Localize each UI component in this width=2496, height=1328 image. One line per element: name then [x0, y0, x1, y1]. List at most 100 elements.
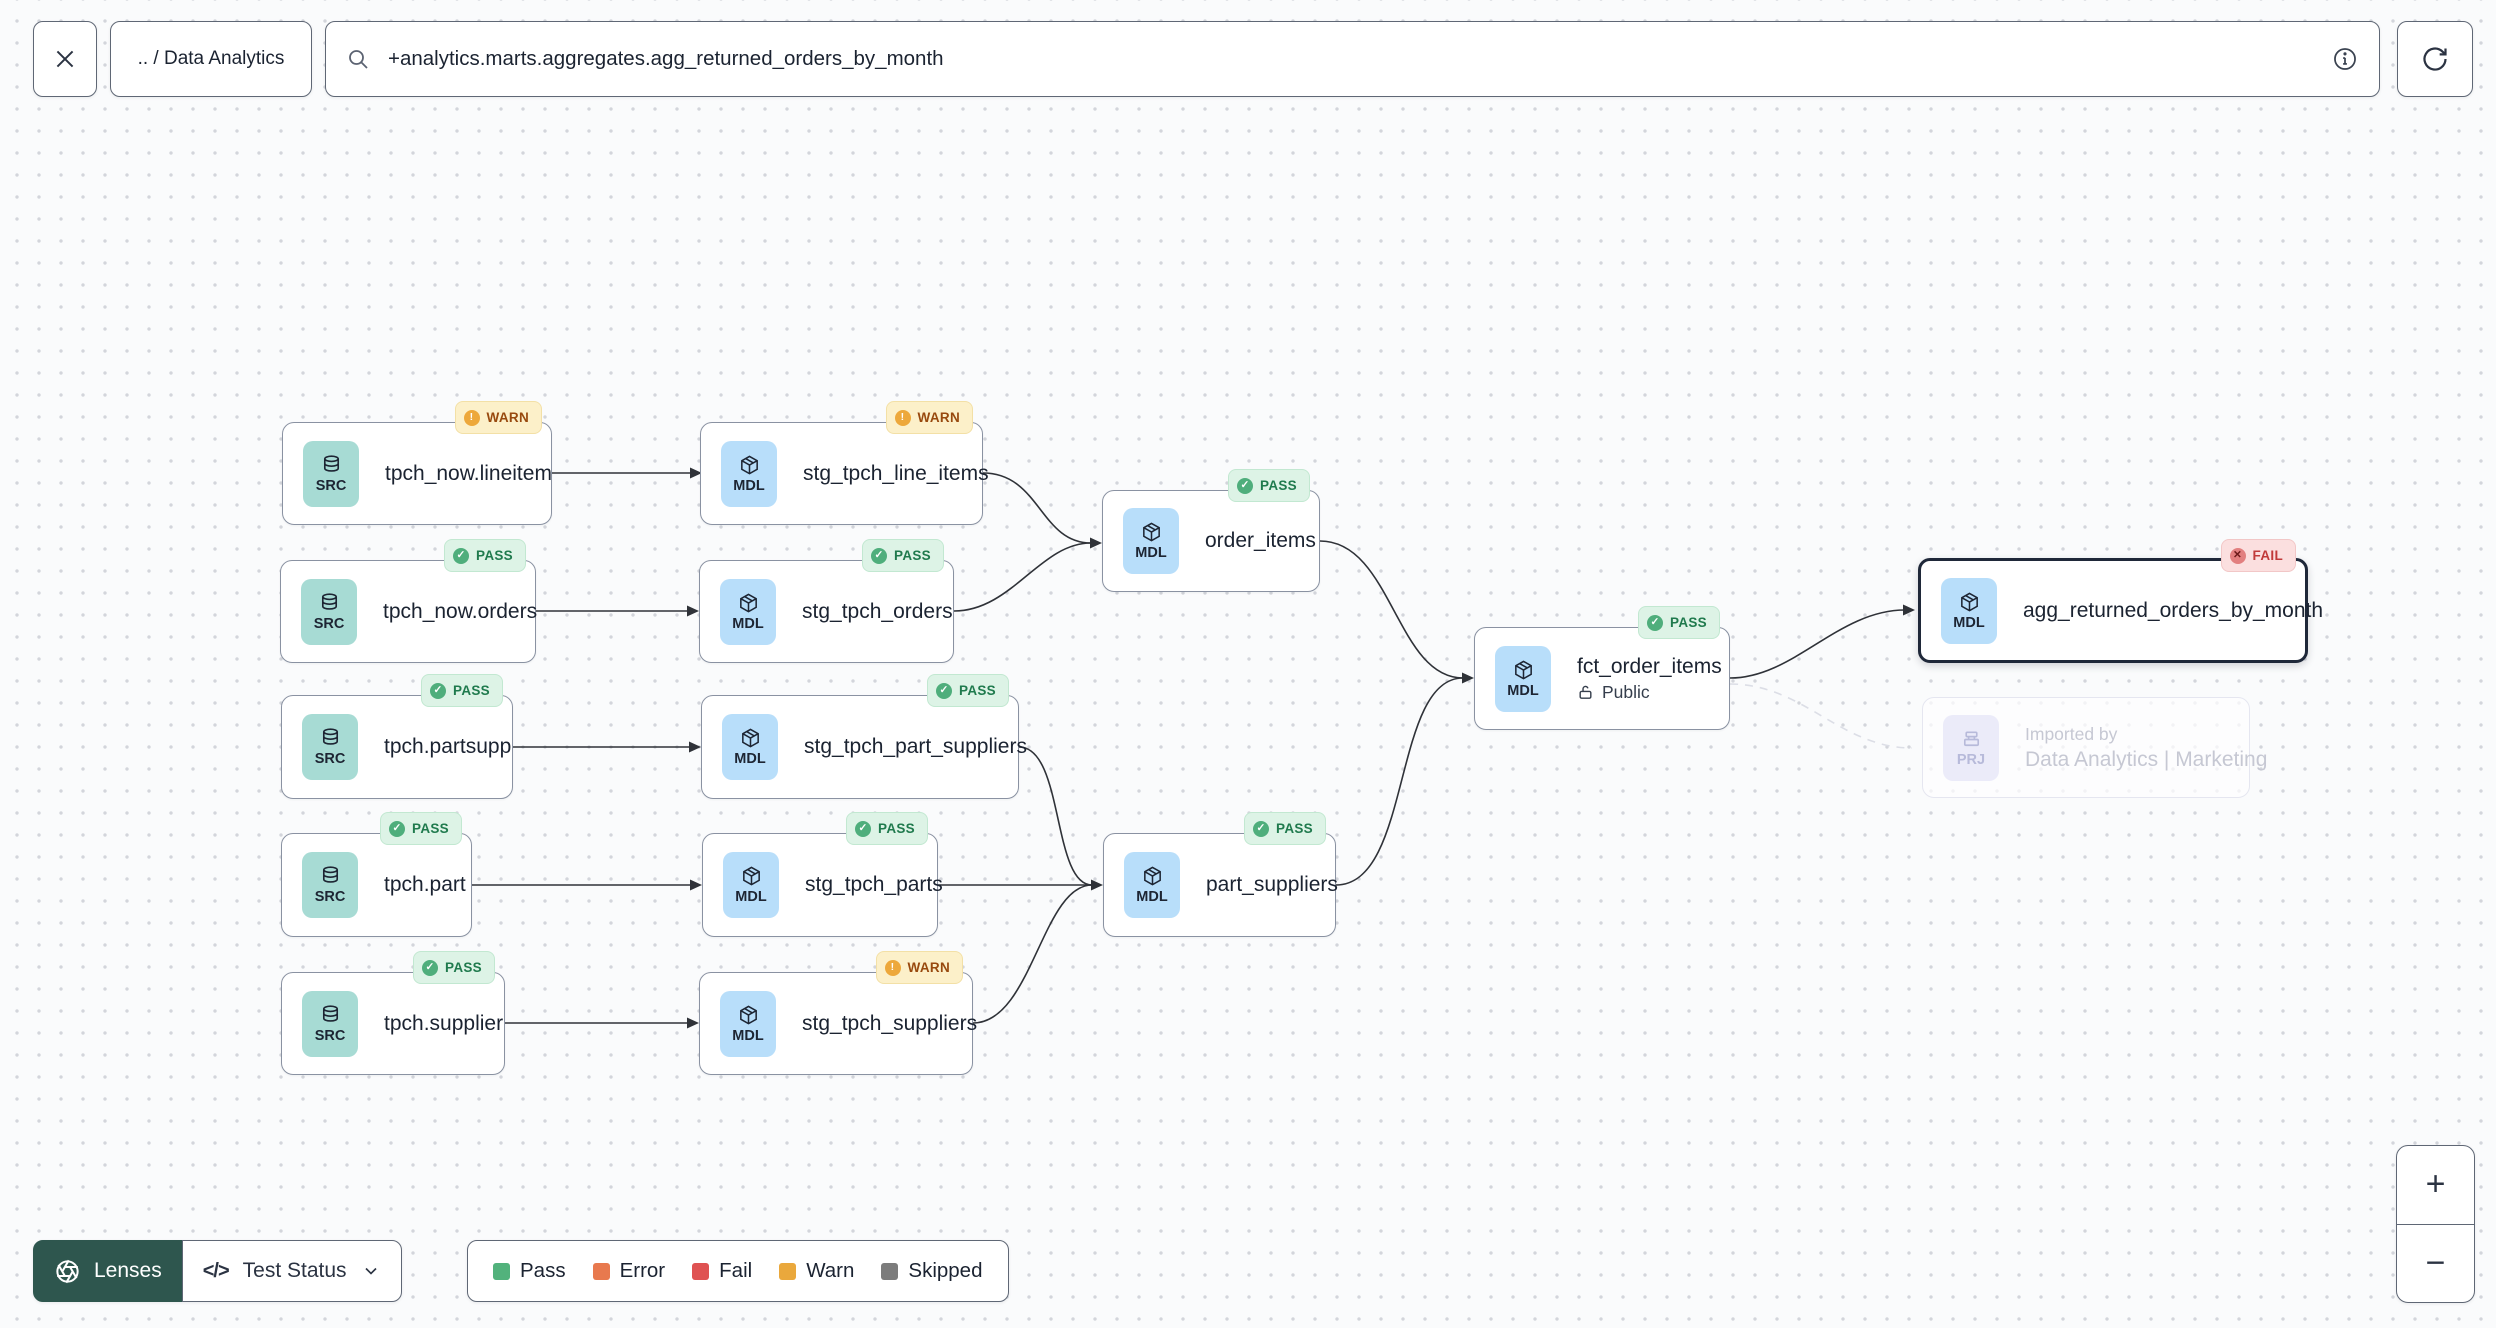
- node-part-suppliers[interactable]: ✓ PASS MDL part_suppliers: [1103, 812, 1338, 937]
- node-tpch-partsupp[interactable]: ✓ PASS SRC tpch.partsupp: [281, 674, 513, 799]
- node-tpch-now-lineitem[interactable]: ! WARN SRC tpch_now.lineitem: [282, 401, 552, 525]
- model-chip: MDL: [720, 990, 776, 1057]
- status-label: WARN: [907, 960, 950, 975]
- status-label: PASS: [412, 821, 449, 836]
- check-icon: ✓: [1253, 820, 1270, 837]
- legend-label: Fail: [719, 1259, 753, 1282]
- legend-item-pass: Pass: [493, 1259, 566, 1283]
- legend-item-skipped: Skipped: [881, 1259, 983, 1283]
- chevron-down-icon: [364, 1267, 377, 1275]
- node-stg-tpch-suppliers[interactable]: ! WARN MDL stg_tpch_suppliers: [699, 951, 977, 1075]
- node-stg-tpch-parts[interactable]: ✓ PASS MDL stg_tpch_parts: [702, 812, 943, 937]
- lens-selector[interactable]: </> Test Status: [181, 1240, 402, 1302]
- check-icon: ✓: [453, 547, 470, 564]
- search-input[interactable]: [386, 46, 2315, 72]
- close-button[interactable]: [33, 21, 97, 97]
- zoom-controls: + −: [2396, 1145, 2475, 1303]
- status-badge: ✓ PASS: [1244, 812, 1326, 845]
- skipped-swatch: [881, 1262, 899, 1280]
- fail-icon: ✕: [2229, 547, 2246, 564]
- lens-control-group: Lenses </> Test Status: [33, 1240, 402, 1302]
- status-badge: ! WARN: [885, 401, 973, 434]
- model-chip: MDL: [720, 578, 776, 645]
- check-icon: ✓: [422, 959, 439, 976]
- database-icon: [322, 1004, 338, 1022]
- node-label: tpch.supplier: [384, 1011, 504, 1035]
- model-chip: MDL: [723, 852, 779, 918]
- refresh-button[interactable]: [2397, 21, 2473, 97]
- node-tpch-now-orders[interactable]: ✓ PASS SRC tpch_now.orders: [280, 539, 537, 663]
- status-label: PASS: [453, 683, 490, 698]
- warn-swatch: [779, 1262, 797, 1280]
- legend-label: Warn: [806, 1259, 855, 1282]
- cube-icon: [1143, 866, 1161, 886]
- node-label: tpch.part: [384, 873, 466, 896]
- lens-selector-label: Test Status: [242, 1259, 347, 1282]
- lenses-label: Lenses: [94, 1259, 162, 1282]
- node-label: fct_order_items: [1577, 654, 1722, 678]
- check-icon: ✓: [389, 820, 406, 837]
- database-icon: [322, 728, 338, 745]
- zoom-in-button[interactable]: +: [2425, 1165, 2446, 1204]
- status-badge: ✓ PASS: [380, 812, 462, 845]
- breadcrumb-button[interactable]: .. / Data Analytics: [110, 21, 312, 97]
- model-chip: MDL: [1495, 645, 1551, 712]
- node-tpch-part[interactable]: ✓ PASS SRC tpch.part: [281, 812, 472, 937]
- legend-label: Pass: [520, 1259, 566, 1282]
- chip-label: MDL: [732, 1027, 764, 1044]
- status-badge: ✓ PASS: [927, 674, 1009, 707]
- node-stg-tpch-line-items[interactable]: ! WARN MDL stg_tpch_line_items: [700, 401, 989, 525]
- status-badge: ✓ PASS: [413, 951, 495, 984]
- close-icon: [56, 50, 74, 68]
- status-label: PASS: [878, 821, 915, 836]
- node-label: tpch.partsupp: [384, 735, 512, 758]
- status-label: WARN: [486, 410, 529, 425]
- test-status-legend: Pass Error Fail Warn Skipped: [467, 1240, 1009, 1302]
- cube-icon: [741, 728, 759, 748]
- chip-label: MDL: [735, 889, 767, 905]
- chip-label: SRC: [314, 1027, 346, 1044]
- status-label: PASS: [476, 548, 513, 563]
- node-stg-tpch-orders[interactable]: ✓ PASS MDL stg_tpch_orders: [699, 539, 954, 663]
- node-stg-tpch-part-suppliers[interactable]: ✓ PASS MDL stg_tpch_part_suppliers: [701, 674, 1027, 799]
- aperture-icon: [56, 1259, 79, 1283]
- model-chip: MDL: [1941, 577, 1997, 644]
- breadcrumb: .. / Data Analytics: [137, 48, 285, 69]
- chip-label: MDL: [733, 477, 765, 494]
- source-chip: SRC: [302, 852, 358, 918]
- node-fct-order-items[interactable]: ✓ PASS MDL fct_order_items Public: [1474, 606, 1730, 730]
- node-label: stg_tpch_parts: [805, 873, 943, 896]
- chip-label: SRC: [314, 889, 346, 905]
- status-badge: ✓ PASS: [846, 812, 928, 845]
- check-icon: ✓: [1237, 477, 1254, 494]
- chip-label: PRJ: [1956, 751, 1986, 768]
- visibility-row: Public: [1577, 682, 1722, 703]
- imported-by-projects: Data Analytics | Marketing: [2025, 747, 2268, 771]
- chip-label: MDL: [1136, 889, 1168, 905]
- info-icon[interactable]: [2331, 45, 2359, 73]
- model-chip: MDL: [721, 440, 777, 507]
- node-agg-returned-orders-by-month[interactable]: ✕ FAIL MDL agg_returned_orders_by_month: [1918, 539, 2323, 663]
- node-tpch-supplier[interactable]: ✓ PASS SRC tpch.supplier: [281, 951, 505, 1075]
- warn-icon: !: [884, 959, 901, 976]
- node-order-items[interactable]: ✓ PASS MDL order_items: [1102, 469, 1320, 592]
- cube-icon: [1514, 660, 1532, 680]
- warn-icon: !: [463, 409, 480, 426]
- status-badge: ✓ PASS: [444, 539, 526, 572]
- model-chip: MDL: [1123, 508, 1179, 574]
- zoom-out-button[interactable]: −: [2397, 1223, 2474, 1303]
- legend-item-fail: Fail: [692, 1259, 752, 1283]
- search-bar[interactable]: [325, 21, 2380, 97]
- legend-item-warn: Warn: [779, 1259, 854, 1283]
- database-icon: [322, 866, 338, 883]
- model-chip: MDL: [722, 714, 778, 780]
- fail-swatch: [692, 1262, 710, 1280]
- unlock-icon: [1579, 685, 1592, 699]
- database-icon: [321, 592, 337, 610]
- lenses-button[interactable]: Lenses: [33, 1240, 183, 1302]
- chip-label: MDL: [1135, 545, 1167, 561]
- node-label: order_items: [1205, 529, 1316, 552]
- status-badge: ! WARN: [454, 401, 542, 434]
- visibility-label: Public: [1602, 681, 1650, 702]
